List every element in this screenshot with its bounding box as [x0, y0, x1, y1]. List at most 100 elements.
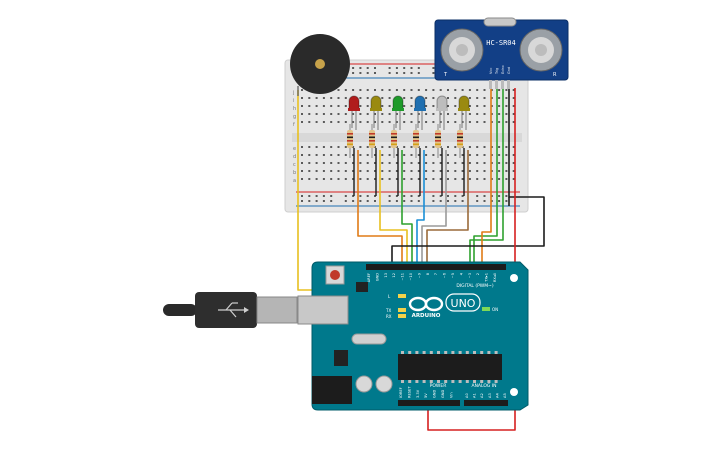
breadboard-hole[interactable]: [417, 89, 420, 91]
breadboard-hole[interactable]: [322, 97, 325, 99]
breadboard-hole[interactable]: [388, 105, 391, 107]
breadboard-hole[interactable]: [498, 162, 501, 164]
breadboard-hole[interactable]: [381, 105, 384, 107]
breadboard-hole[interactable]: [483, 105, 486, 107]
rail-hole[interactable]: [417, 200, 420, 202]
led[interactable]: [370, 95, 382, 130]
rail-hole[interactable]: [388, 200, 391, 202]
breadboard-hole[interactable]: [498, 146, 501, 148]
breadboard-hole[interactable]: [512, 105, 515, 107]
breadboard-hole[interactable]: [359, 89, 362, 91]
breadboard-hole[interactable]: [308, 146, 311, 148]
breadboard-hole[interactable]: [447, 178, 449, 180]
breadboard-hole[interactable]: [505, 97, 508, 99]
breadboard-hole[interactable]: [330, 105, 333, 107]
breadboard-hole[interactable]: [344, 178, 347, 180]
breadboard-hole[interactable]: [468, 154, 471, 156]
breadboard-hole[interactable]: [315, 113, 318, 115]
breadboard-hole[interactable]: [461, 89, 464, 91]
breadboard-hole[interactable]: [476, 178, 479, 180]
breadboard-hole[interactable]: [395, 146, 398, 148]
breadboard-hole[interactable]: [425, 97, 428, 99]
breadboard-hole[interactable]: [417, 146, 420, 148]
breadboard-hole[interactable]: [388, 89, 391, 91]
breadboard-hole[interactable]: [344, 146, 347, 148]
rail-hole[interactable]: [410, 67, 413, 69]
breadboard-hole[interactable]: [512, 170, 515, 172]
breadboard-hole[interactable]: [359, 113, 362, 115]
breadboard-hole[interactable]: [512, 89, 515, 91]
breadboard-hole[interactable]: [447, 121, 449, 123]
breadboard-hole[interactable]: [498, 154, 501, 156]
breadboard-hole[interactable]: [476, 105, 479, 107]
breadboard-hole[interactable]: [505, 162, 508, 164]
rail-hole[interactable]: [388, 195, 391, 197]
wire-yellow-led2[interactable]: [379, 150, 408, 266]
breadboard-hole[interactable]: [498, 170, 501, 172]
breadboard-hole[interactable]: [388, 113, 391, 115]
breadboard-hole[interactable]: [308, 162, 311, 164]
rail-hole[interactable]: [330, 195, 333, 197]
breadboard-hole[interactable]: [505, 105, 508, 107]
rail-hole[interactable]: [403, 67, 406, 69]
rail-hole[interactable]: [308, 200, 311, 202]
breadboard-hole[interactable]: [352, 170, 355, 172]
breadboard-hole[interactable]: [381, 154, 384, 156]
breadboard-hole[interactable]: [483, 97, 486, 99]
breadboard-hole[interactable]: [301, 146, 303, 148]
breadboard-hole[interactable]: [374, 121, 376, 123]
breadboard-hole[interactable]: [468, 178, 471, 180]
rail-hole[interactable]: [352, 72, 355, 74]
breadboard-hole[interactable]: [366, 113, 369, 115]
breadboard-hole[interactable]: [468, 97, 471, 99]
breadboard-hole[interactable]: [498, 178, 501, 180]
breadboard-hole[interactable]: [374, 170, 376, 172]
breadboard-hole[interactable]: [352, 154, 355, 156]
breadboard-hole[interactable]: [388, 162, 391, 164]
breadboard-hole[interactable]: [359, 178, 362, 180]
sensor-pin[interactable]: [501, 80, 504, 89]
rail-hole[interactable]: [432, 72, 435, 74]
breadboard-hole[interactable]: [315, 170, 318, 172]
piezo-buzzer[interactable]: [290, 34, 350, 96]
breadboard-hole[interactable]: [395, 170, 398, 172]
rail-hole[interactable]: [308, 195, 311, 197]
breadboard-hole[interactable]: [512, 178, 515, 180]
power-header[interactable]: [398, 400, 460, 406]
breadboard-hole[interactable]: [308, 154, 311, 156]
breadboard-hole[interactable]: [439, 162, 442, 164]
rail-hole[interactable]: [352, 67, 355, 69]
breadboard-hole[interactable]: [403, 113, 406, 115]
breadboard-hole[interactable]: [461, 113, 464, 115]
breadboard-hole[interactable]: [374, 178, 376, 180]
resistor[interactable]: [435, 124, 441, 158]
breadboard-hole[interactable]: [337, 121, 340, 123]
breadboard-hole[interactable]: [432, 89, 435, 91]
rail-hole[interactable]: [301, 200, 303, 202]
rail-hole[interactable]: [315, 195, 318, 197]
wire-black-gnd[interactable]: [391, 88, 545, 266]
breadboard-hole[interactable]: [366, 178, 369, 180]
breadboard-hole[interactable]: [439, 121, 442, 123]
led[interactable]: [392, 95, 404, 130]
breadboard-hole[interactable]: [366, 154, 369, 156]
rail-hole[interactable]: [352, 200, 355, 202]
breadboard-hole[interactable]: [468, 89, 471, 91]
breadboard-hole[interactable]: [505, 146, 508, 148]
breadboard-hole[interactable]: [395, 154, 398, 156]
breadboard-hole[interactable]: [432, 97, 435, 99]
breadboard-hole[interactable]: [395, 121, 398, 123]
breadboard-hole[interactable]: [483, 162, 486, 164]
rail-hole[interactable]: [395, 67, 398, 69]
breadboard-hole[interactable]: [476, 121, 479, 123]
breadboard-hole[interactable]: [366, 97, 369, 99]
breadboard-hole[interactable]: [395, 89, 398, 91]
breadboard-hole[interactable]: [447, 105, 449, 107]
breadboard-hole[interactable]: [344, 105, 347, 107]
breadboard-hole[interactable]: [374, 154, 376, 156]
breadboard-hole[interactable]: [344, 89, 347, 91]
rail-hole[interactable]: [432, 195, 435, 197]
rail-hole[interactable]: [388, 67, 391, 69]
breadboard-hole[interactable]: [330, 97, 333, 99]
resistor[interactable]: [413, 124, 419, 158]
